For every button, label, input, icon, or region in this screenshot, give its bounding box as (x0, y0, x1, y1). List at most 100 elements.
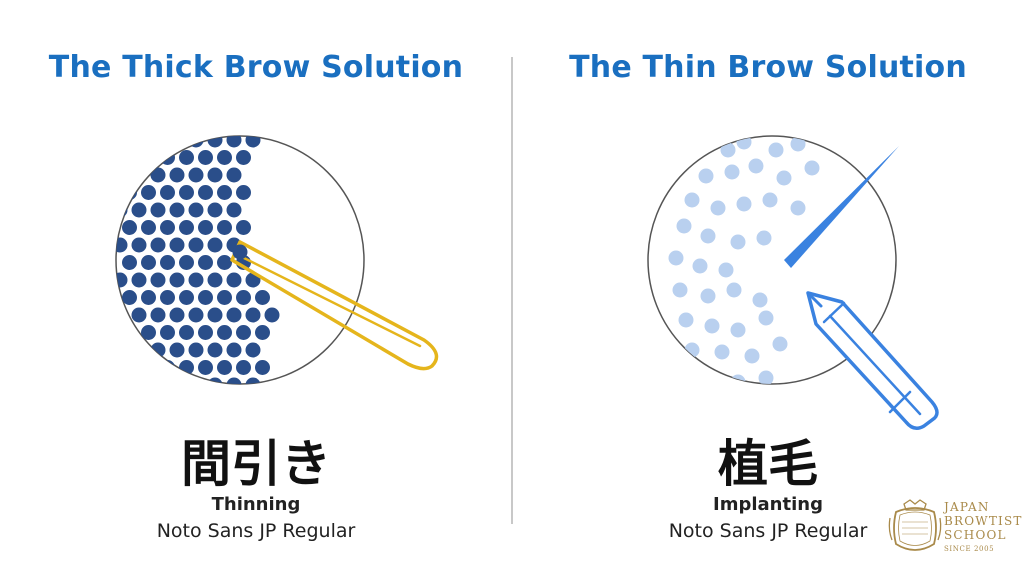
dense-hair-dot (217, 185, 232, 200)
sparse-hair-dot (692, 258, 708, 274)
dense-hair-dot (188, 237, 204, 253)
dense-hair-dot (150, 136, 166, 148)
dense-hair-dot (116, 272, 128, 288)
dense-hair-dot (179, 150, 194, 165)
sparse-hair-dot (730, 374, 746, 384)
dense-hair-dot (188, 202, 204, 218)
dense-hair-dot (116, 307, 128, 323)
dense-hair-dot (122, 325, 137, 340)
implanting-label: Implanting (713, 494, 823, 515)
dense-hair-dot (169, 377, 185, 384)
sparse-hair-dot (730, 234, 746, 250)
logo-line-browtist: BROWTIST (944, 514, 1023, 528)
dense-hair-dot (207, 272, 223, 288)
dense-hair-dot (188, 342, 204, 358)
dense-hair-dot (198, 150, 213, 165)
dense-hair-dot (236, 360, 251, 375)
dense-hair-dot (150, 237, 166, 253)
dense-hair-dot (131, 136, 147, 148)
sparse-hair-dot (730, 322, 746, 338)
dense-hair-dot (207, 342, 223, 358)
sparse-hair-dot (672, 282, 688, 298)
dense-hair-dot (207, 167, 223, 183)
pencil-icon (806, 291, 939, 430)
center-divider (511, 57, 513, 524)
tweezers-icon (230, 240, 439, 371)
dense-hair-dot (226, 377, 242, 384)
dense-hair-dot (116, 237, 128, 253)
sparse-hair-dot (736, 196, 752, 212)
dense-hair-dot (131, 237, 147, 253)
dense-hair-dot (122, 290, 137, 305)
dense-hair-dot (150, 202, 166, 218)
dense-hair-dot (122, 185, 137, 200)
dense-hair-dot (198, 325, 213, 340)
sparse-hair-dot (790, 136, 806, 152)
dense-hair-dot (255, 360, 270, 375)
sparse-hair-dot (720, 142, 736, 158)
dense-hair-dot (116, 377, 128, 384)
dense-hair-dot (245, 307, 261, 323)
dense-hair-dot (150, 167, 166, 183)
dense-hair-dot (160, 325, 175, 340)
sparse-hair-dot (700, 228, 716, 244)
dense-hair-dot (198, 220, 213, 235)
dense-hair-dot (207, 136, 223, 148)
dense-hair-dot (131, 202, 147, 218)
dense-hair-dot (255, 290, 270, 305)
dense-hair-dot (236, 150, 251, 165)
dense-hair-dot (179, 325, 194, 340)
dense-hair-dot (150, 272, 166, 288)
dense-hair-dot (226, 307, 242, 323)
sparse-hair-dot (718, 262, 734, 278)
sparse-hair-dot (668, 250, 684, 266)
dense-hair-dot (150, 342, 166, 358)
dense-hair-dot (116, 202, 128, 218)
dense-hair-dot (141, 220, 156, 235)
sparse-hair-dot (790, 200, 806, 216)
dense-hair-dot (141, 290, 156, 305)
dense-hair-dot (226, 202, 242, 218)
dense-hair-dot (160, 255, 175, 270)
dense-hair-dot (255, 325, 270, 340)
dense-hair-dot (160, 360, 175, 375)
dense-hair-dot (131, 272, 147, 288)
thick-brow-title: The Thick Brow Solution (48, 50, 464, 85)
dense-hair-dot (169, 237, 185, 253)
dense-hair-dot (141, 150, 156, 165)
sparse-hair-dot (804, 160, 820, 176)
sparse-hair-dot (744, 348, 760, 364)
dense-hair-dot (198, 360, 213, 375)
sparse-hair-dot (704, 318, 720, 334)
dense-hair-dot (198, 290, 213, 305)
dense-hair-dot (141, 255, 156, 270)
sparse-hair-dot (748, 158, 764, 174)
dense-hair-dot (217, 255, 232, 270)
sparse-hair-dot (736, 136, 752, 150)
dense-hair-dot (122, 150, 137, 165)
dense-hair-dot (245, 342, 261, 358)
dense-hair-dot (169, 167, 185, 183)
thinning-kanji: 間引き (181, 435, 331, 493)
dense-hair-dot (122, 220, 137, 235)
dense-hair-dot (217, 360, 232, 375)
dense-hair-dot (179, 185, 194, 200)
dense-hair-dot (179, 360, 194, 375)
dense-hair-dot (131, 307, 147, 323)
sparse-hair-dot (700, 288, 716, 304)
dense-hair-dot (169, 272, 185, 288)
dense-hair-dot (169, 307, 185, 323)
thinning-illustration (115, 135, 439, 385)
dense-hair-dot (245, 377, 261, 384)
thin-brow-panel: The Thin Brow Solution 植毛 Implanting Not… (512, 0, 1024, 572)
implanting-illustration (647, 135, 939, 430)
dense-hair-dot (236, 325, 251, 340)
sparse-hair-dot (684, 192, 700, 208)
dense-hair-dot (141, 360, 156, 375)
logo-line-school: SCHOOL (944, 528, 1007, 542)
dense-hair-dot (188, 167, 204, 183)
dense-hair-dot (207, 377, 223, 384)
dense-hair-dot (160, 290, 175, 305)
implanting-kanji: 植毛 (718, 435, 818, 493)
sparse-hair-dot (678, 312, 694, 328)
